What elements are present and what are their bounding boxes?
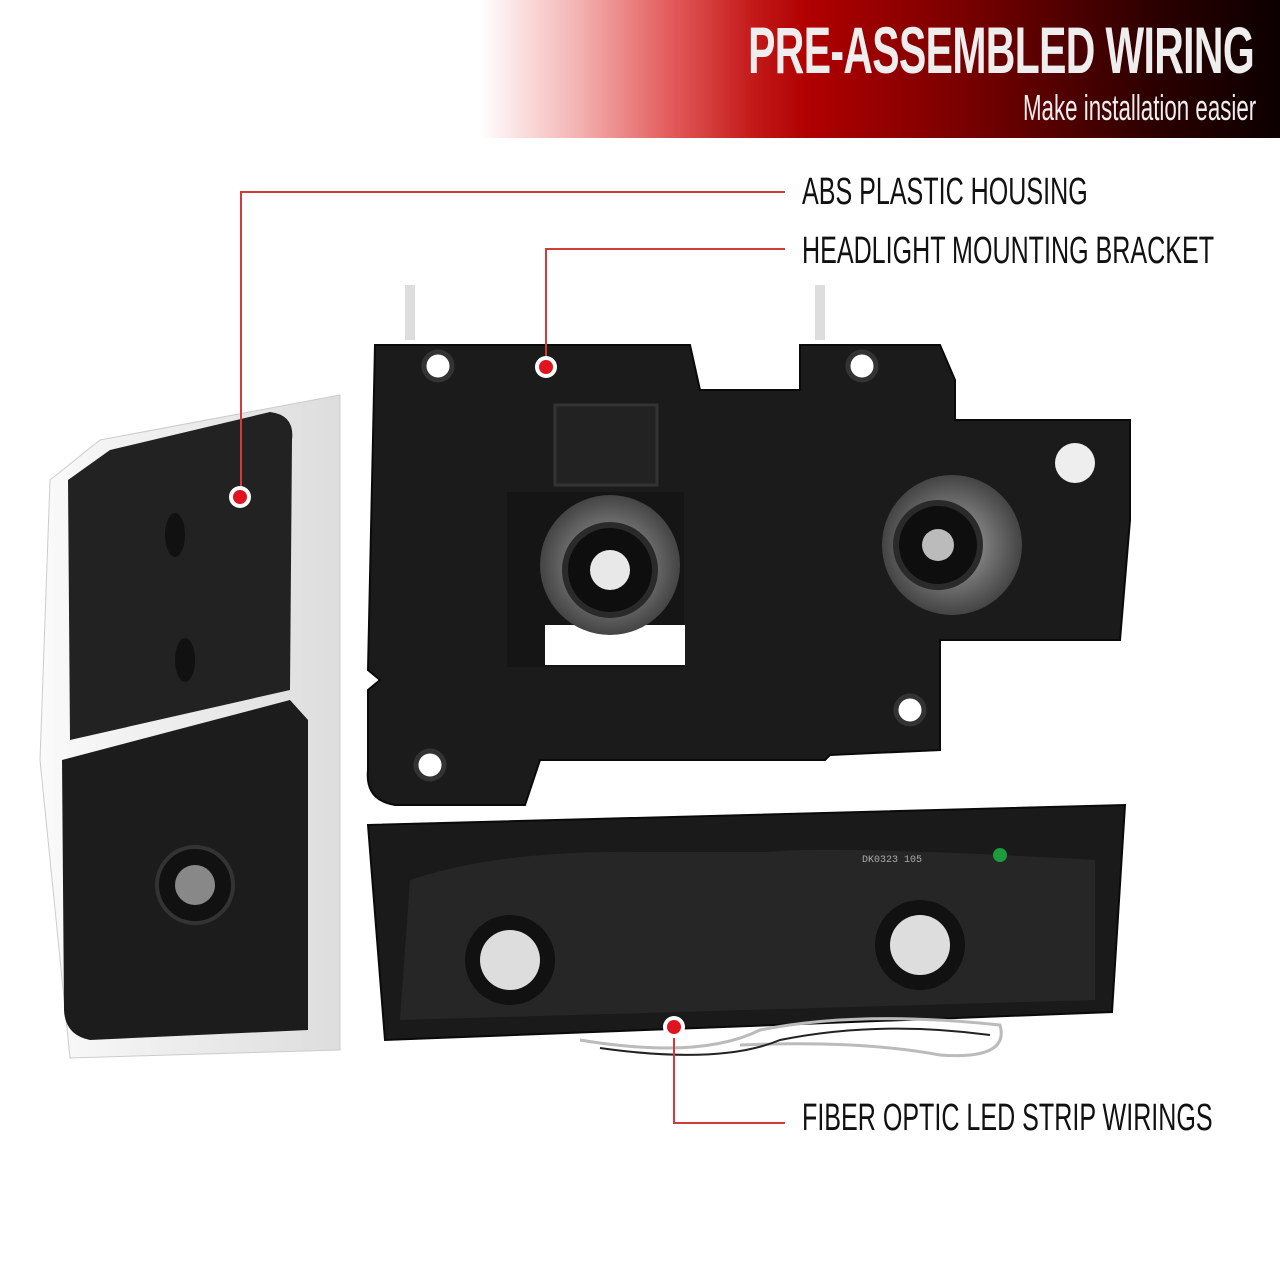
headlight-bracket: [366, 285, 1131, 806]
callout-label-wirings: FIBER OPTIC LED STRIP WIRINGS: [802, 1097, 1213, 1139]
callout-line-bracket: [545, 248, 785, 367]
callout-dots: [229, 356, 685, 1038]
callout-label-bracket: HEADLIGHT MOUNTING BRACKET: [802, 230, 1215, 272]
corner-lamp: [39, 394, 341, 1059]
callout-lines: [240, 191, 785, 1124]
product-marking: DK0323 105: [862, 855, 922, 866]
callout-line-wirings: [673, 1027, 785, 1124]
header-banner: PRE-ASSEMBLED WIRING Make installation e…: [480, 0, 1280, 138]
callout-label-housing: ABS PLASTIC HOUSING: [802, 171, 1088, 213]
callout-line-housing: [240, 191, 785, 497]
banner-title: PRE-ASSEMBLED WIRING: [748, 13, 1255, 87]
bumper-lamp: DK0323 105: [366, 803, 1127, 1058]
banner-subtitle: Make installation easier: [1022, 87, 1256, 128]
